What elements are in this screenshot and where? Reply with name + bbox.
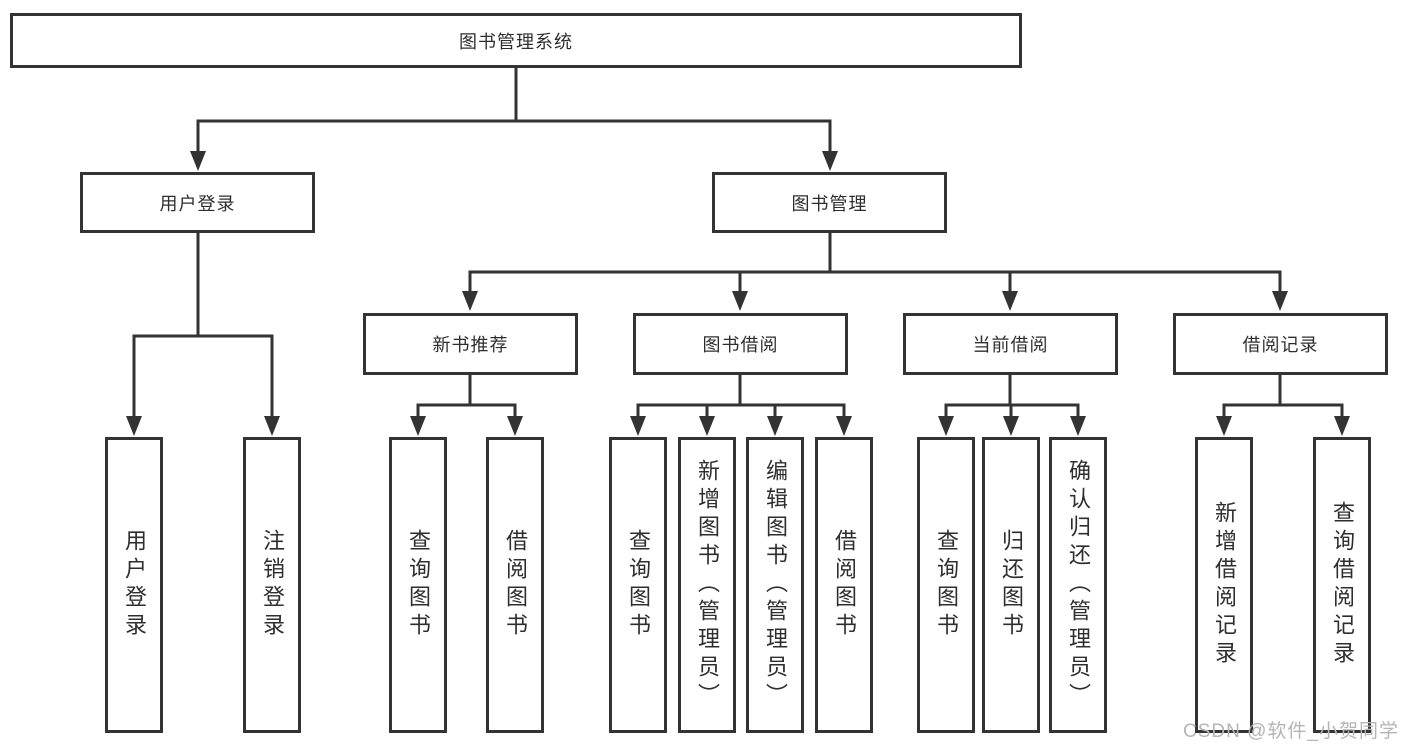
- leaf-borrow-books-recommend: 借阅图书: [486, 437, 544, 733]
- csdn-watermark: CSDN @软件_小贺同学: [1183, 721, 1399, 742]
- node-library-system-label: 图书管理系统: [459, 31, 573, 52]
- leaf-borrow-books-recommend-label: 借阅图书: [503, 529, 528, 641]
- node-current-borrowing-label: 当前借阅: [972, 335, 1049, 355]
- node-borrowing-records: 借阅记录: [1173, 313, 1388, 375]
- node-book-borrowing-label: 图书借阅: [702, 335, 779, 355]
- leaf-edit-book-admin-label: 编辑图书（管理员）: [763, 459, 788, 711]
- leaf-logout: 注销登录: [243, 437, 301, 733]
- leaf-query-books-borrowing: 查询图书: [609, 437, 667, 733]
- leaf-add-borrow-record-label: 新增借阅记录: [1212, 501, 1237, 669]
- leaf-logout-label: 注销登录: [260, 529, 285, 641]
- node-current-borrowing: 当前借阅: [903, 313, 1118, 375]
- node-user-login: 用户登录: [80, 172, 315, 233]
- node-book-borrowing: 图书借阅: [633, 313, 848, 375]
- leaf-query-books-current: 查询图书: [917, 437, 975, 733]
- leaf-user-login: 用户登录: [105, 437, 163, 733]
- leaf-query-borrow-record-label: 查询借阅记录: [1330, 501, 1355, 669]
- leaf-query-borrow-record: 查询借阅记录: [1313, 437, 1371, 733]
- leaf-query-books-current-label: 查询图书: [934, 529, 959, 641]
- node-library-system: 图书管理系统: [10, 13, 1022, 68]
- leaf-confirm-return-admin-label: 确认归还（管理员）: [1066, 459, 1091, 711]
- leaf-return-book-label: 归还图书: [999, 529, 1024, 641]
- leaf-query-books-recommend-label: 查询图书: [406, 529, 431, 641]
- leaf-confirm-return-admin: 确认归还（管理员）: [1049, 437, 1107, 733]
- node-book-management-label: 图书管理: [791, 193, 868, 214]
- node-new-book-recommend: 新书推荐: [363, 313, 578, 375]
- leaf-edit-book-admin: 编辑图书（管理员）: [746, 437, 804, 733]
- leaf-borrow-books-label: 借阅图书: [832, 529, 857, 641]
- leaf-query-books-borrowing-label: 查询图书: [626, 529, 651, 641]
- leaf-add-book-admin: 新增图书（管理员）: [678, 437, 736, 733]
- leaf-return-book: 归还图书: [982, 437, 1040, 733]
- leaf-user-login-label: 用户登录: [122, 529, 147, 641]
- node-borrowing-records-label: 借阅记录: [1242, 335, 1319, 355]
- leaf-add-borrow-record: 新增借阅记录: [1195, 437, 1253, 733]
- leaf-query-books-recommend: 查询图书: [389, 437, 447, 733]
- node-book-management: 图书管理: [712, 172, 947, 233]
- node-new-book-recommend-label: 新书推荐: [432, 335, 509, 355]
- leaf-borrow-books: 借阅图书: [815, 437, 873, 733]
- node-user-login-label: 用户登录: [159, 193, 236, 214]
- leaf-add-book-admin-label: 新增图书（管理员）: [695, 459, 720, 711]
